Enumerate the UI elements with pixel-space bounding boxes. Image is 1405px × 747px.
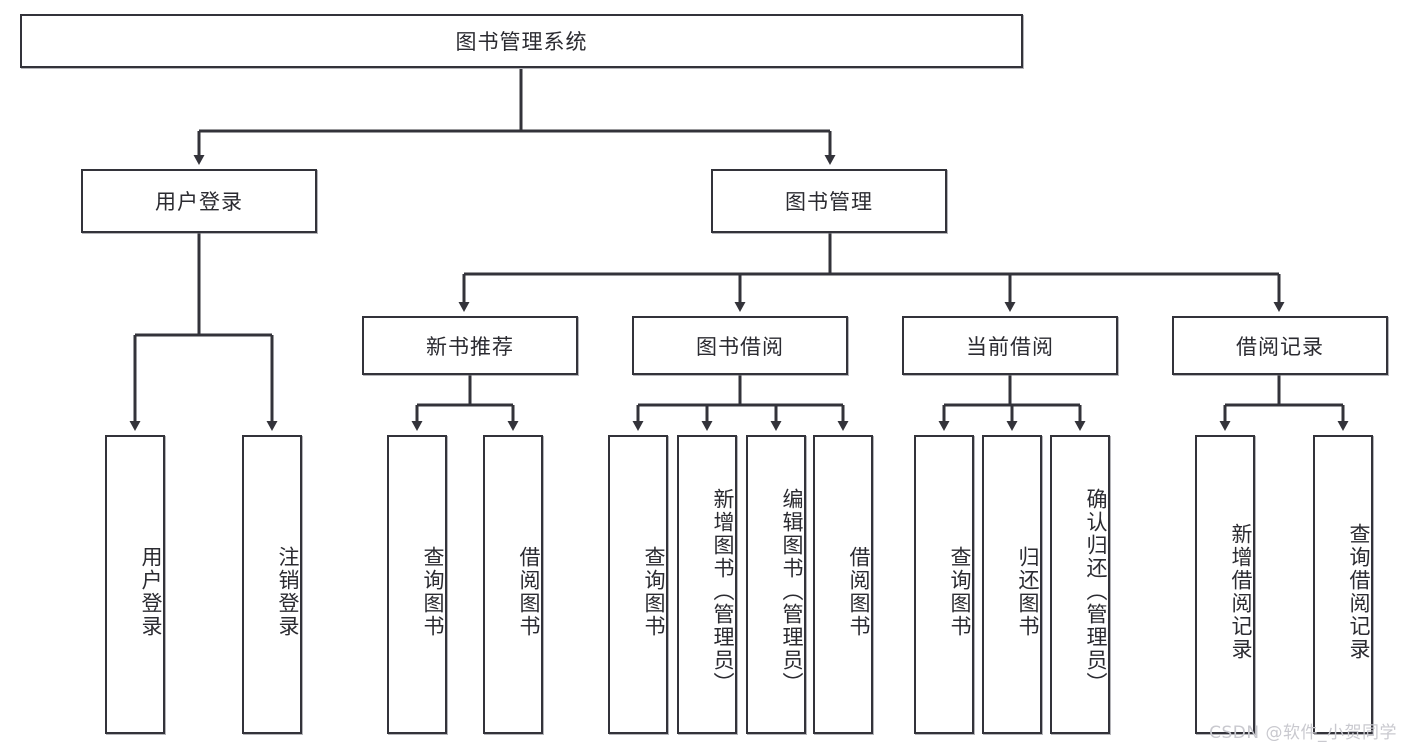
node-leaf-query-record-label: 查询借阅记录 — [1347, 522, 1371, 661]
node-leaf-user-login-label: 用户登录 — [139, 545, 163, 638]
node-leaf-add-book-label: 新增图书（管理员） — [711, 488, 735, 695]
node-new-book-rec-label: 新书推荐 — [426, 334, 514, 359]
node-new-book-rec[interactable]: 新书推荐 — [362, 316, 578, 375]
node-user-login[interactable]: 用户登录 — [81, 169, 317, 233]
node-leaf-borrow-book-1-label: 借阅图书 — [517, 545, 541, 638]
node-leaf-return-book-label: 归还图书 — [1016, 545, 1040, 638]
node-leaf-query-book-3[interactable]: 查询图书 — [914, 435, 974, 734]
node-leaf-query-book-2[interactable]: 查询图书 — [608, 435, 668, 734]
node-leaf-query-book-1-label: 查询图书 — [421, 545, 445, 638]
node-leaf-return-book[interactable]: 归还图书 — [982, 435, 1042, 734]
node-leaf-add-book[interactable]: 新增图书（管理员） — [677, 435, 737, 734]
node-leaf-borrow-book-2[interactable]: 借阅图书 — [813, 435, 873, 734]
node-leaf-logout[interactable]: 注销登录 — [242, 435, 302, 734]
csdn-watermark: CSDN @软件_小贺同学 — [1209, 723, 1397, 743]
node-leaf-query-book-1[interactable]: 查询图书 — [387, 435, 447, 734]
node-leaf-edit-book[interactable]: 编辑图书（管理员） — [746, 435, 806, 734]
node-book-manage-label: 图书管理 — [785, 190, 873, 214]
node-borrow-record-label: 借阅记录 — [1236, 334, 1324, 359]
node-leaf-confirm-return-label: 确认归还（管理员） — [1084, 488, 1108, 695]
node-current-borrow-label: 当前借阅 — [966, 334, 1054, 359]
node-leaf-add-record-label: 新增借阅记录 — [1229, 522, 1253, 661]
node-leaf-borrow-book-2-label: 借阅图书 — [847, 545, 871, 638]
node-root-label: 图书管理系统 — [455, 30, 588, 54]
node-leaf-query-record[interactable]: 查询借阅记录 — [1313, 435, 1373, 734]
node-leaf-query-book-3-label: 查询图书 — [948, 545, 972, 638]
node-leaf-confirm-return[interactable]: 确认归还（管理员） — [1050, 435, 1110, 734]
node-book-manage[interactable]: 图书管理 — [711, 169, 947, 233]
node-root[interactable]: 图书管理系统 — [20, 14, 1023, 68]
node-leaf-user-login[interactable]: 用户登录 — [105, 435, 165, 734]
node-book-borrow[interactable]: 图书借阅 — [632, 316, 848, 375]
node-leaf-logout-label: 注销登录 — [276, 545, 300, 638]
node-borrow-record[interactable]: 借阅记录 — [1172, 316, 1388, 375]
node-book-borrow-label: 图书借阅 — [696, 334, 784, 359]
node-leaf-borrow-book-1[interactable]: 借阅图书 — [483, 435, 543, 734]
node-leaf-add-record[interactable]: 新增借阅记录 — [1195, 435, 1255, 734]
node-current-borrow[interactable]: 当前借阅 — [902, 316, 1118, 375]
node-leaf-edit-book-label: 编辑图书（管理员） — [780, 488, 804, 695]
node-user-login-label: 用户登录 — [155, 190, 243, 214]
node-leaf-query-book-2-label: 查询图书 — [642, 545, 666, 638]
